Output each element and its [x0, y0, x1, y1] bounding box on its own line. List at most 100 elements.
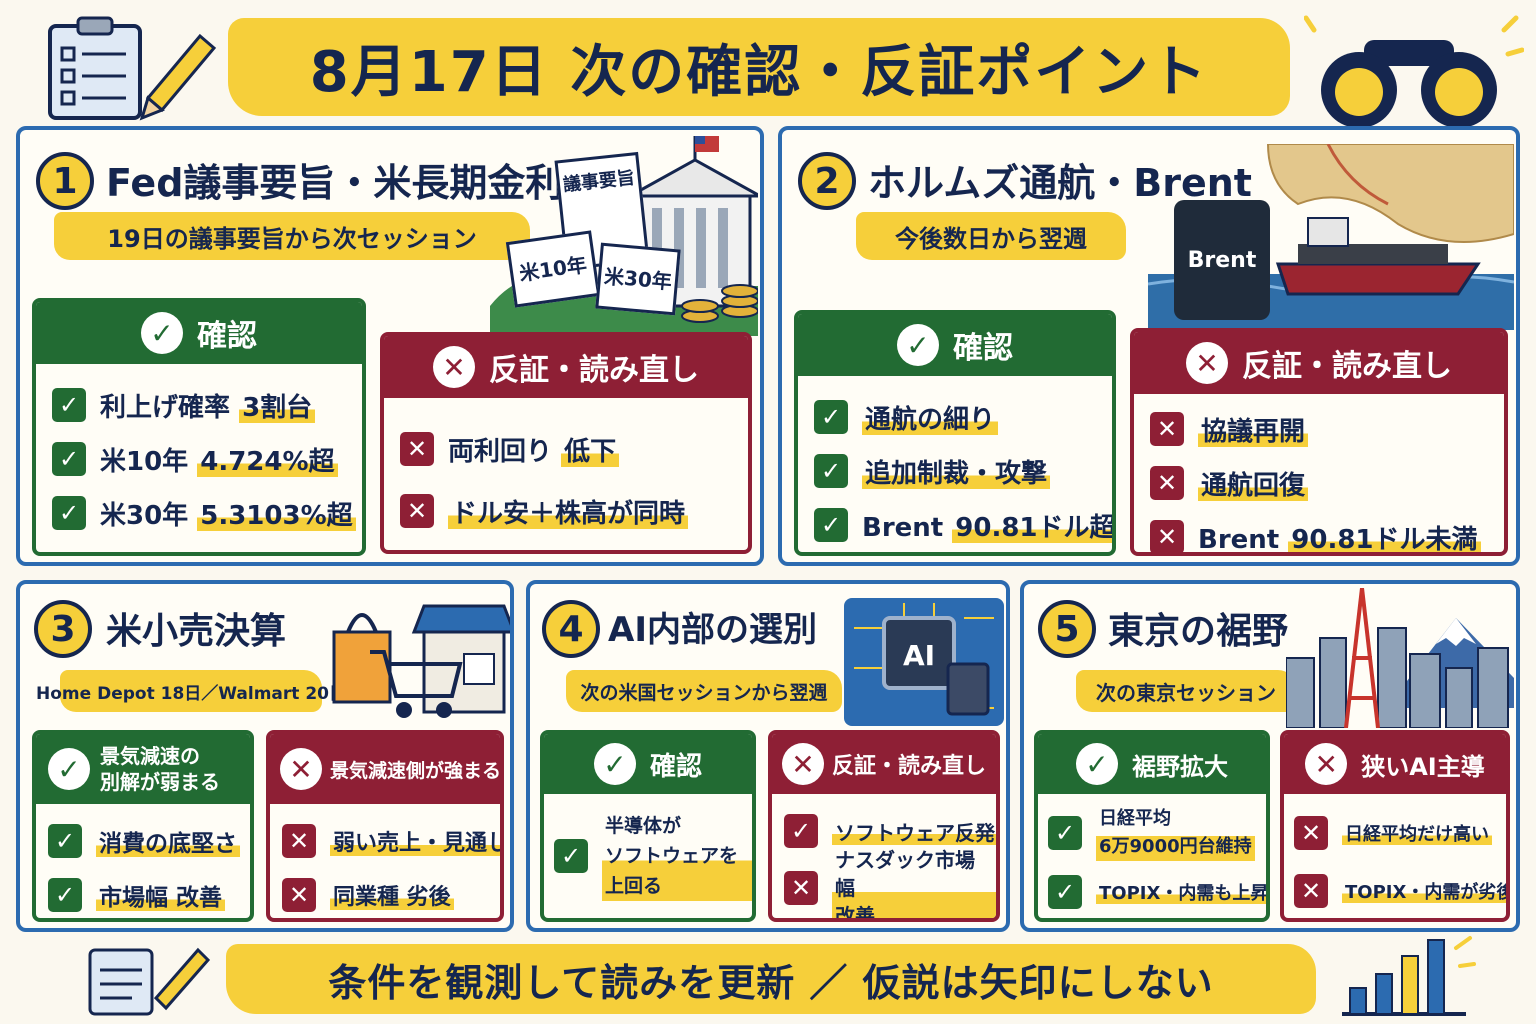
check-icon: ✓: [48, 824, 82, 858]
clipboard-icon: [88, 947, 210, 1016]
chip-label: AI: [902, 638, 936, 672]
footer-message: 条件を観測して読みを更新 ／ 仮説は矢印にしない: [328, 960, 1214, 1005]
cross-icon: ✕: [1150, 466, 1184, 500]
panel-tag: Home Depot 18日／Walmart 20日: [36, 670, 346, 712]
list-item: ✕日経平均だけ高い: [1294, 804, 1506, 862]
panel-number: 1: [36, 152, 94, 210]
binoculars-icon: [1304, 15, 1524, 128]
panel-number: 5: [1038, 600, 1096, 658]
refute-box: ✕景気減速側が強まる ✕弱い売上・見通し ✕同業種 劣後: [266, 730, 504, 922]
oil-barrel-icon: Brent: [1174, 200, 1270, 320]
list-item: ✕同業種 劣後: [282, 868, 500, 918]
cross-icon: ✕: [433, 346, 475, 388]
panel-title: Fed議事要旨・米長期金利: [106, 161, 564, 205]
check-icon: ✓: [814, 454, 848, 488]
cross-icon: ✕: [1294, 816, 1328, 850]
check-icon: ✓: [48, 748, 90, 790]
list-item: ✕両利回り 低下: [400, 418, 748, 480]
list-item: ✓市場幅 改善: [48, 868, 250, 918]
list-item: ✓通航の細り: [814, 390, 1112, 444]
ai-chip-icon: [844, 598, 1004, 726]
list-item: ✓利上げ確率 3割台: [52, 378, 362, 432]
panel-fed: 1 Fed議事要旨・米長期金利 19日の議事要旨から次セッション 議事要旨 米1…: [16, 126, 764, 566]
refute-box: ✕反証・読み直し ✕協議再開 ✕通航回復 ✕Brent 90.81ドル未満: [1130, 328, 1508, 556]
panel-title: AI内部の選別: [608, 610, 817, 650]
cross-icon: ✕: [1150, 520, 1184, 552]
list-item: ✓追加制裁・攻撃: [814, 444, 1112, 498]
panel-ai: 4 AI内部の選別 次の米国セッションから翌週 AI ✓確認 ✓半導体が ソフト…: [526, 580, 1010, 932]
cross-icon: ✕: [282, 878, 316, 912]
list-item: ✕TOPIX・内需が劣後: [1294, 862, 1506, 918]
check-icon: ✓: [52, 442, 86, 476]
footer-banner: 条件を観測して読みを更新 ／ 仮説は矢印にしない: [226, 944, 1316, 1014]
tokyo-tower-icon: [1344, 588, 1380, 728]
cross-icon: ✕: [781, 743, 824, 785]
check-icon: ✓: [814, 400, 848, 434]
store-icon: [411, 604, 510, 714]
panel-title: 米小売決算: [106, 611, 287, 652]
list-item: ✓米30年 5.3103%超: [52, 486, 362, 540]
check-icon: ✓: [141, 312, 183, 354]
list-item: ✕弱い売上・見通し: [282, 814, 500, 868]
check-icon: ✓: [593, 743, 636, 785]
clipboard-icon: [48, 16, 217, 121]
title-banner: 8月17日 次の確認・反証ポイント: [228, 18, 1290, 116]
panel-tag: 次の東京セッション: [1076, 670, 1296, 712]
list-item: ✕ドル安＋株高が同時: [400, 480, 748, 542]
confirm-box: ✓確認 ✓利上げ確率 3割台 ✓米10年 4.724%超 ✓米30年 5.310…: [32, 298, 366, 556]
confirm-box: ✓確認 ✓半導体が ソフトウェアを上回る: [540, 730, 756, 922]
panel-number: 4: [542, 600, 600, 658]
check-icon: ✓: [1048, 875, 1082, 909]
confirm-box: ✓景気減速の 別解が弱まる ✓消費の底堅さ ✓市場幅 改善: [32, 730, 254, 922]
cross-icon: ✕: [400, 432, 434, 466]
panel-number: 2: [798, 152, 856, 210]
confirm-box: ✓確認 ✓通航の細り ✓追加制裁・攻撃 ✓Brent 90.81ドル超: [794, 310, 1116, 556]
bar-chart-icon: [1342, 936, 1476, 1016]
panel-title: 東京の裾野: [1108, 611, 1289, 652]
cart-icon: [370, 650, 463, 718]
check-icon: ✓: [1048, 816, 1082, 850]
cross-icon: ✕: [1294, 874, 1328, 908]
check-icon: ✓: [52, 496, 86, 530]
list-item: ✓半導体が ソフトウェアを上回る: [554, 811, 752, 901]
list-item: ✕Brent 90.81ドル未満: [1150, 510, 1504, 552]
confirm-box: ✓裾野拡大 ✓日経平均 6万9000円台維持 ✓TOPIX・内需も上昇: [1034, 730, 1270, 922]
cross-icon: ✕: [280, 748, 322, 790]
refute-box: ✕反証・読み直し ✕両利回り 低下 ✕ドル安＋株高が同時: [380, 332, 752, 554]
check-icon: ✓: [814, 508, 848, 542]
list-item: ✓米10年 4.724%超: [52, 432, 362, 486]
pencil-icon: [139, 33, 217, 121]
doc-us10y: 米10年: [505, 230, 601, 308]
page-title: 8月17日 次の確認・反証ポイント: [309, 39, 1209, 105]
refute-box: ✕狭いAI主導 ✕日経平均だけ高い ✕TOPIX・内需が劣後: [1280, 730, 1510, 922]
panel-tag: 19日の議事要旨から次セッション: [54, 212, 530, 260]
cross-icon: ✕: [1150, 412, 1184, 446]
check-icon: ✓: [48, 878, 82, 912]
list-item: ✕通航回復: [1150, 456, 1504, 510]
panel-tag: 今後数日から翌週: [856, 212, 1126, 260]
panel-retail: 3 米小売決算 Home Depot 18日／Walmart 20日 ✓景気減速…: [16, 580, 514, 932]
list-item: ✕ナスダック市場幅 改善: [784, 846, 996, 918]
check-icon: ✓: [784, 814, 818, 848]
cross-icon: ✕: [400, 494, 434, 528]
cross-icon: ✕: [1305, 743, 1348, 785]
tanker-icon: [1148, 144, 1514, 330]
check-icon: ✓: [897, 324, 939, 366]
list-item: ✓ソフトウェア反発: [784, 806, 996, 856]
cross-icon: ✕: [784, 871, 818, 905]
panel-title: ホルムズ通航・Brent: [868, 161, 1252, 205]
list-item: ✕協議再開: [1150, 402, 1504, 456]
check-icon: ✓: [52, 388, 86, 422]
pencil-icon: [153, 947, 210, 1011]
panel-number: 3: [34, 600, 92, 658]
cross-icon: ✕: [1186, 342, 1228, 384]
panel-hormuz: 2 ホルムズ通航・Brent 今後数日から翌週 Brent ✓確認 ✓通航の細り…: [778, 126, 1520, 566]
shopping-bag-icon: [332, 613, 392, 704]
panel-tokyo: 5 東京の裾野 次の東京セッション ✓裾野拡大 ✓日経平均 6万9000円台維持…: [1020, 580, 1520, 932]
list-item: ✓日経平均 6万9000円台維持: [1048, 800, 1266, 866]
doc-us30y: 米30年: [595, 242, 681, 316]
check-icon: ✓: [554, 839, 588, 873]
list-item: ✓TOPIX・内需も上昇: [1048, 866, 1266, 918]
check-icon: ✓: [1076, 743, 1118, 785]
refute-box: ✕反証・読み直し ✓ソフトウェア反発 ✕ナスダック市場幅 改善: [768, 730, 1000, 922]
